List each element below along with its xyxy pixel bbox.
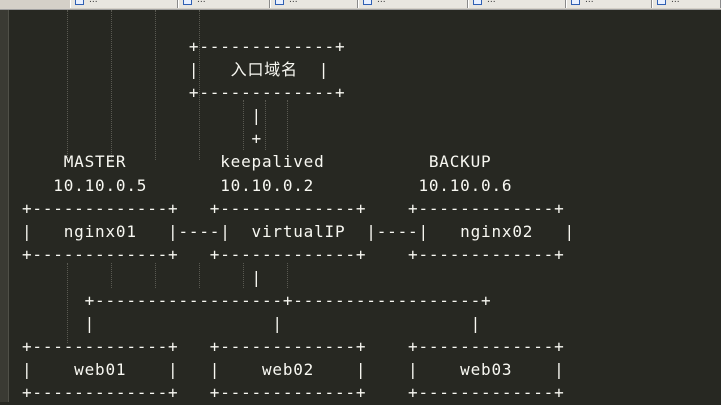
code-line: | nginx01 |----| virtualIP |----| nginx0… bbox=[22, 221, 575, 241]
code-line: | | | bbox=[22, 314, 482, 334]
code-line: + bbox=[22, 129, 262, 149]
tab-label: ... bbox=[377, 0, 386, 4]
tab-label: ... bbox=[487, 0, 496, 4]
code-line: MASTER keepalived BACKUP bbox=[22, 152, 492, 172]
code-line: +-------------+ bbox=[22, 37, 346, 56]
indent-guide bbox=[287, 100, 288, 150]
tab-label: ... bbox=[89, 0, 98, 4]
document-icon bbox=[571, 0, 580, 5]
indent-guide bbox=[199, 263, 200, 288]
code-line: | 入口域名 | bbox=[22, 60, 330, 80]
file-tab[interactable]: ... bbox=[566, 0, 652, 8]
code-line: +------------------+------------------+ bbox=[22, 291, 492, 311]
file-tab[interactable]: ... bbox=[468, 0, 566, 8]
indent-guide bbox=[67, 10, 68, 160]
document-icon bbox=[75, 0, 84, 5]
code-line: +-------------+ +-------------+ +-------… bbox=[22, 198, 565, 218]
editor-pane[interactable]: +-------------+ | 入口域名 | +-------------+… bbox=[9, 10, 721, 402]
file-tab[interactable]: ... bbox=[70, 0, 178, 8]
indent-guide bbox=[265, 100, 266, 150]
code-line: | bbox=[22, 106, 262, 126]
indent-guide bbox=[111, 263, 112, 288]
ascii-diagram-text: +-------------+ | 入口域名 | +-------------+… bbox=[22, 35, 575, 405]
indent-guide bbox=[199, 10, 200, 160]
tab-label: ... bbox=[671, 0, 680, 4]
tab-bar: ... ... ... ... ... ... ... bbox=[0, 0, 721, 10]
file-tab[interactable]: ... bbox=[178, 0, 270, 8]
tab-label: ... bbox=[197, 0, 206, 4]
document-icon bbox=[473, 0, 482, 5]
indent-guide bbox=[243, 100, 244, 150]
tab-label: ... bbox=[585, 0, 594, 4]
indent-guide bbox=[243, 263, 244, 288]
indent-guide bbox=[111, 10, 112, 160]
code-line: | bbox=[22, 267, 262, 287]
code-line: +-------------+ +-------------+ +-------… bbox=[22, 337, 565, 357]
file-tab[interactable]: ... bbox=[270, 0, 358, 8]
code-line: +-------------+ +-------------+ +-------… bbox=[22, 383, 565, 403]
tab-label: ... bbox=[289, 0, 298, 4]
code-line: +-------------+ +-------------+ +-------… bbox=[22, 244, 565, 264]
document-icon bbox=[363, 0, 372, 5]
file-tab[interactable]: ... bbox=[358, 0, 468, 8]
document-icon bbox=[275, 0, 284, 5]
code-line: | web01 | | web02 | | web03 | bbox=[22, 360, 565, 380]
indent-guide bbox=[287, 263, 288, 288]
code-line: +-------------+ bbox=[22, 83, 346, 103]
indent-guide bbox=[155, 10, 156, 160]
file-tab[interactable]: ... bbox=[652, 0, 721, 8]
indent-guide bbox=[155, 263, 156, 288]
document-icon bbox=[657, 0, 666, 5]
code-line: 10.10.0.5 10.10.0.2 10.10.0.6 bbox=[22, 175, 513, 195]
indent-guide bbox=[67, 263, 68, 343]
editor-gutter bbox=[0, 10, 9, 402]
document-icon bbox=[183, 0, 192, 5]
